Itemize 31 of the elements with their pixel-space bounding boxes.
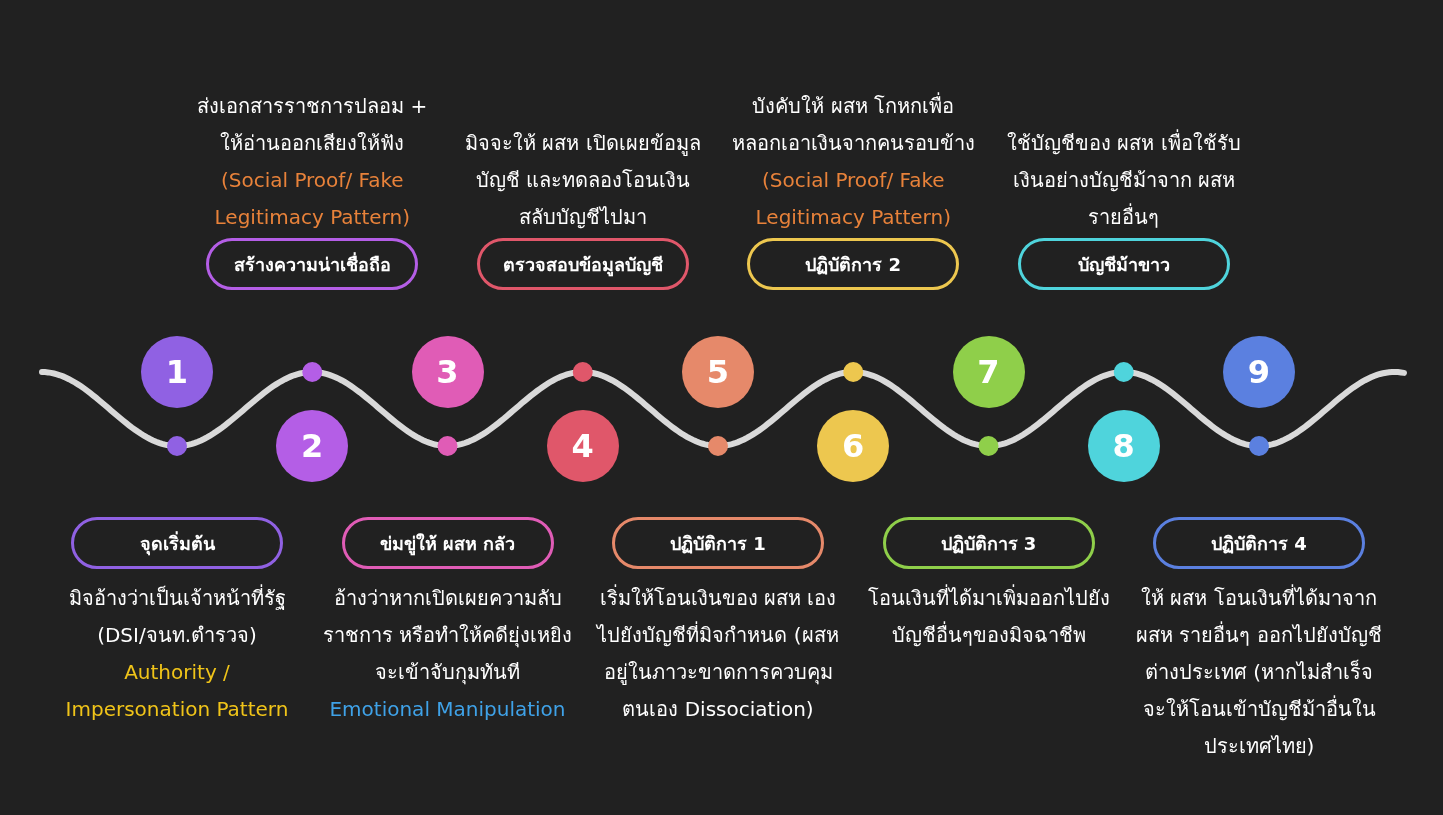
step-title-pill: ข่มขู่ให้ ผสห กลัว bbox=[341, 517, 554, 569]
description-text: อ้างว่าหากเปิดเผยความลับราชการ หรือทำให้คดียุ่งเหยิงจะเข้าจับกุมทันที bbox=[322, 585, 573, 687]
step-title-pill: ปฏิบัติการ 4 bbox=[1153, 517, 1365, 569]
pattern-label: (Social Proof/ Fake Legitimacy Pattern) bbox=[754, 167, 952, 231]
description-text: มิจจะให้ ผสห เปิดเผยข้อมูลบัญชี และทดลองโอนเงินสลับบัญชีไปมา bbox=[463, 130, 702, 231]
step-number-circle: 3 bbox=[411, 336, 484, 408]
step-title-pill: บัญชีม้าขาว bbox=[1017, 238, 1230, 290]
pattern-label: Emotional Manipulation bbox=[328, 696, 567, 723]
description-text: ให้ ผสห โอนเงินที่ได้มาจาก ผสห รายอื่นๆ ออกไปยังบัญชีต่างประเทศ (หากไม่สำเร็จ จะให้โอนเข้าบัญชีม้าอื่นในประเทศไทย) bbox=[1135, 583, 1383, 760]
step-title-pill: ปฏิบัติการ 2 bbox=[747, 238, 960, 290]
description-text: มิจอ้างว่าเป็นเจ้าหน้าที่รัฐ (DSI/จนท.ตำรวจ) bbox=[67, 583, 287, 649]
description-text: บังคับให้ ผสห โกหกเพื่อหลอกเอาเงินจากคนรอบข้าง bbox=[730, 91, 976, 157]
step-number-circle: 4 bbox=[546, 410, 619, 482]
step-number-circle: 1 bbox=[141, 336, 213, 408]
description-text: โอนเงินที่ได้มาเพิ่มออกไปยังบัญชีอื่นๆของมิจฉาชีพ bbox=[866, 583, 1111, 649]
step-number-circle: 5 bbox=[682, 336, 754, 408]
step-number-circle: 6 bbox=[817, 410, 890, 482]
description-text: ส่งเอกสารราชการปลอม + ให้อ่านออกเสียงให้ฟัง bbox=[196, 93, 429, 157]
step-title-pill: สร้างความน่าเชื่อถือ bbox=[206, 238, 419, 290]
step-number-circle: 9 bbox=[1223, 336, 1295, 408]
description-text: ใช้บัญชีของ ผสห เพื่อใช้รับเงินอย่างบัญชีม้าจาก ผสห รายอื่นๆ bbox=[1005, 128, 1242, 231]
step-number-circle: 2 bbox=[276, 410, 349, 482]
pattern-label: Authority / Impersonation Pattern bbox=[64, 659, 290, 723]
step-title-pill: จุดเริ่มต้น bbox=[71, 517, 283, 569]
pattern-label: (Social Proof/ Fake Legitimacy Pattern) bbox=[213, 167, 411, 231]
step-number-circle: 7 bbox=[952, 336, 1025, 408]
step-title-pill: ปฏิบัติการ 3 bbox=[882, 517, 1095, 569]
description-text: เริ่มให้โอนเงินของ ผสห เองไปยังบัญชีที่มิจกำหนด (ผสห อยู่ในภาวะขาดการควบคุมตนเอง Dissociation) bbox=[595, 583, 840, 723]
step-title-pill: ปฏิบัติการ 1 bbox=[612, 517, 824, 569]
step-title-pill: ตรวจสอบข้อมูลบัญชี bbox=[476, 238, 689, 290]
step-number-circle: 8 bbox=[1087, 410, 1160, 482]
